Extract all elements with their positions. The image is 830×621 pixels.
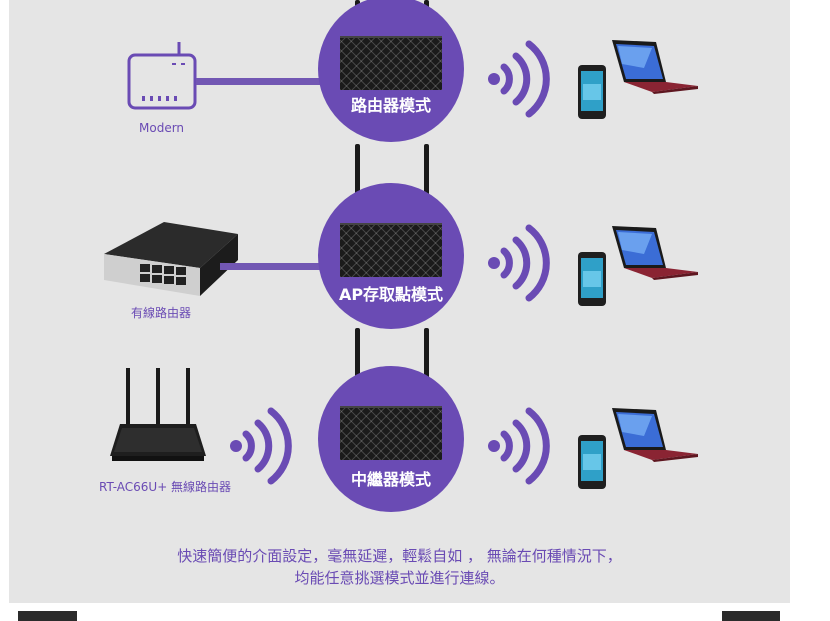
mode-label-repeater: 中繼器模式 bbox=[350, 470, 431, 489]
laptop-icon bbox=[612, 408, 698, 462]
caption-line-1: 快速簡便的介面設定，毫無延遲，輕鬆自如 ， 無論在何種情況下， bbox=[177, 547, 622, 565]
wireless-router-label: RT-AC66U+ 無線路由器 bbox=[99, 480, 232, 494]
mode-circle-repeater: 中繼器模式 bbox=[318, 366, 464, 512]
antenna bbox=[355, 144, 360, 232]
router-icon bbox=[340, 223, 442, 277]
phone-icon bbox=[578, 435, 606, 489]
router-icon bbox=[340, 36, 442, 90]
wifi-icon bbox=[488, 224, 550, 302]
router-icon bbox=[340, 406, 442, 460]
next-image-thumbnail bbox=[722, 611, 780, 621]
next-image-thumbnail bbox=[18, 611, 77, 621]
mode-circle-router: 路由器模式 bbox=[318, 0, 464, 142]
wifi-icon bbox=[488, 40, 550, 118]
link-line-1 bbox=[196, 78, 322, 85]
caption-line-2: 均能任意挑選模式並進行連線。 bbox=[294, 569, 505, 587]
link-line-2 bbox=[220, 263, 322, 270]
wifi-icon bbox=[230, 407, 292, 485]
laptop-icon bbox=[612, 226, 698, 280]
wifi-icon bbox=[488, 407, 550, 485]
laptop-icon bbox=[612, 40, 698, 94]
antenna bbox=[424, 328, 429, 416]
switch-icon bbox=[104, 222, 238, 296]
router-icon bbox=[110, 368, 206, 461]
modem-label: Modern bbox=[139, 121, 185, 135]
phone-icon bbox=[578, 252, 606, 306]
antenna bbox=[424, 144, 429, 232]
mode-circle-ap: AP存取點模式 bbox=[318, 183, 464, 329]
antenna bbox=[355, 328, 360, 416]
wired-router-label: 有線路由器 bbox=[131, 306, 192, 320]
phone-icon bbox=[578, 65, 606, 119]
modem-icon bbox=[127, 42, 197, 110]
mode-label-router: 路由器模式 bbox=[350, 96, 431, 115]
mode-label-ap: AP存取點模式 bbox=[338, 285, 444, 304]
